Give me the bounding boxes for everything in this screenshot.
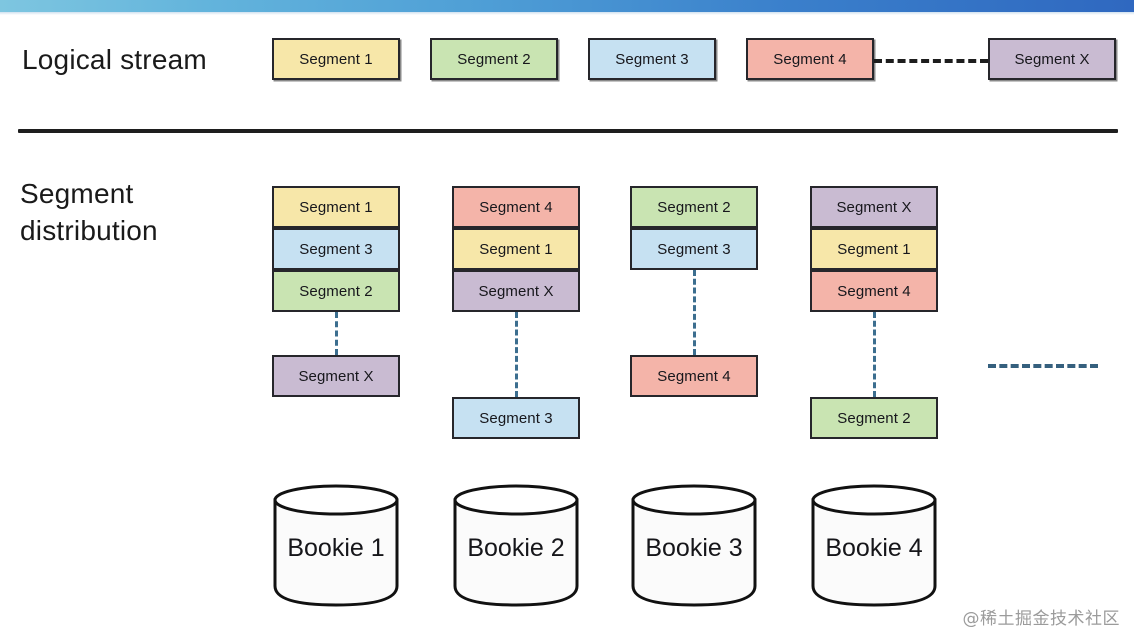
logical-segment-box: Segment 4	[746, 38, 874, 80]
distribution-segment-label: Segment X	[478, 282, 554, 300]
logical-segment-label: Segment X	[1014, 50, 1090, 68]
logical-segment-label: Segment 4	[773, 50, 847, 68]
distribution-segment-label: Segment 3	[479, 409, 553, 427]
distribution-segment-box: Segment X	[272, 355, 400, 397]
distribution-segment-label: Segment X	[836, 198, 912, 216]
distribution-segment-box: Segment 4	[452, 186, 580, 228]
bookie-cylinder: Bookie 2	[452, 482, 580, 608]
cylinder-icon	[631, 484, 757, 607]
distribution-segment-box: Segment 1	[452, 228, 580, 270]
distribution-segment-label: Segment 1	[837, 240, 911, 258]
cylinder-icon	[811, 484, 937, 607]
distribution-segment-box: Segment 2	[630, 186, 758, 228]
distribution-segment-label: Segment 4	[479, 198, 553, 216]
logical-stream-ellipsis-dash	[874, 59, 988, 63]
bookie-label: Bookie 3	[645, 534, 743, 562]
bookie-cylinder: Bookie 4	[810, 482, 938, 608]
logical-segment-label: Segment 2	[457, 50, 531, 68]
distribution-segment-box: Segment 2	[272, 270, 400, 312]
bookie-cylinder: Bookie 1	[272, 482, 400, 608]
distribution-segment-box: Segment X	[452, 270, 580, 312]
section-divider	[18, 129, 1118, 133]
distribution-segment-box: Segment 4	[810, 270, 938, 312]
distribution-segment-label: Segment 2	[837, 409, 911, 427]
segment-connector-dash	[693, 270, 696, 355]
cylinder-icon	[273, 484, 399, 607]
segment-connector-dash	[335, 312, 338, 355]
logical-segment-label: Segment 3	[615, 50, 689, 68]
watermark: @稀土掘金技术社区	[962, 609, 1120, 629]
segment-distribution-title: Segment distribution	[20, 178, 158, 246]
distribution-segment-box: Segment 2	[810, 397, 938, 439]
distribution-segment-label: Segment 4	[657, 367, 731, 385]
distribution-segment-box: Segment 1	[810, 228, 938, 270]
distribution-segment-box: Segment 1	[272, 186, 400, 228]
distribution-segment-label: Segment 2	[657, 198, 731, 216]
distribution-segment-label: Segment 2	[299, 282, 373, 300]
distribution-segment-label: Segment 3	[299, 240, 373, 258]
distribution-segment-box: Segment X	[810, 186, 938, 228]
logical-segment-box: Segment 3	[588, 38, 716, 80]
top-bar-shadow	[0, 12, 1134, 15]
distribution-segment-box: Segment 3	[272, 228, 400, 270]
distribution-segment-label: Segment 1	[479, 240, 553, 258]
logical-segment-box: Segment 2	[430, 38, 558, 80]
distribution-segment-label: Segment X	[298, 367, 374, 385]
distribution-segment-label: Segment 3	[657, 240, 731, 258]
logical-segment-box: Segment 1	[272, 38, 400, 80]
bookie-label: Bookie 2	[467, 534, 565, 562]
bookie-label: Bookie 4	[825, 534, 923, 562]
distribution-segment-label: Segment 1	[299, 198, 373, 216]
distribution-segment-box: Segment 3	[630, 228, 758, 270]
top-gradient-bar	[0, 0, 1134, 12]
logical-stream-title: Logical stream	[22, 44, 207, 75]
more-bookies-ellipsis-dash	[988, 364, 1098, 368]
distribution-segment-label: Segment 4	[837, 282, 911, 300]
segment-connector-dash	[515, 312, 518, 397]
distribution-segment-box: Segment 3	[452, 397, 580, 439]
bookie-cylinder: Bookie 3	[630, 482, 758, 608]
cylinder-icon	[453, 484, 579, 607]
logical-segment-label: Segment 1	[299, 50, 373, 68]
segment-connector-dash	[873, 312, 876, 397]
distribution-segment-box: Segment 4	[630, 355, 758, 397]
bookie-label: Bookie 1	[287, 534, 385, 562]
logical-segment-box: Segment X	[988, 38, 1116, 80]
